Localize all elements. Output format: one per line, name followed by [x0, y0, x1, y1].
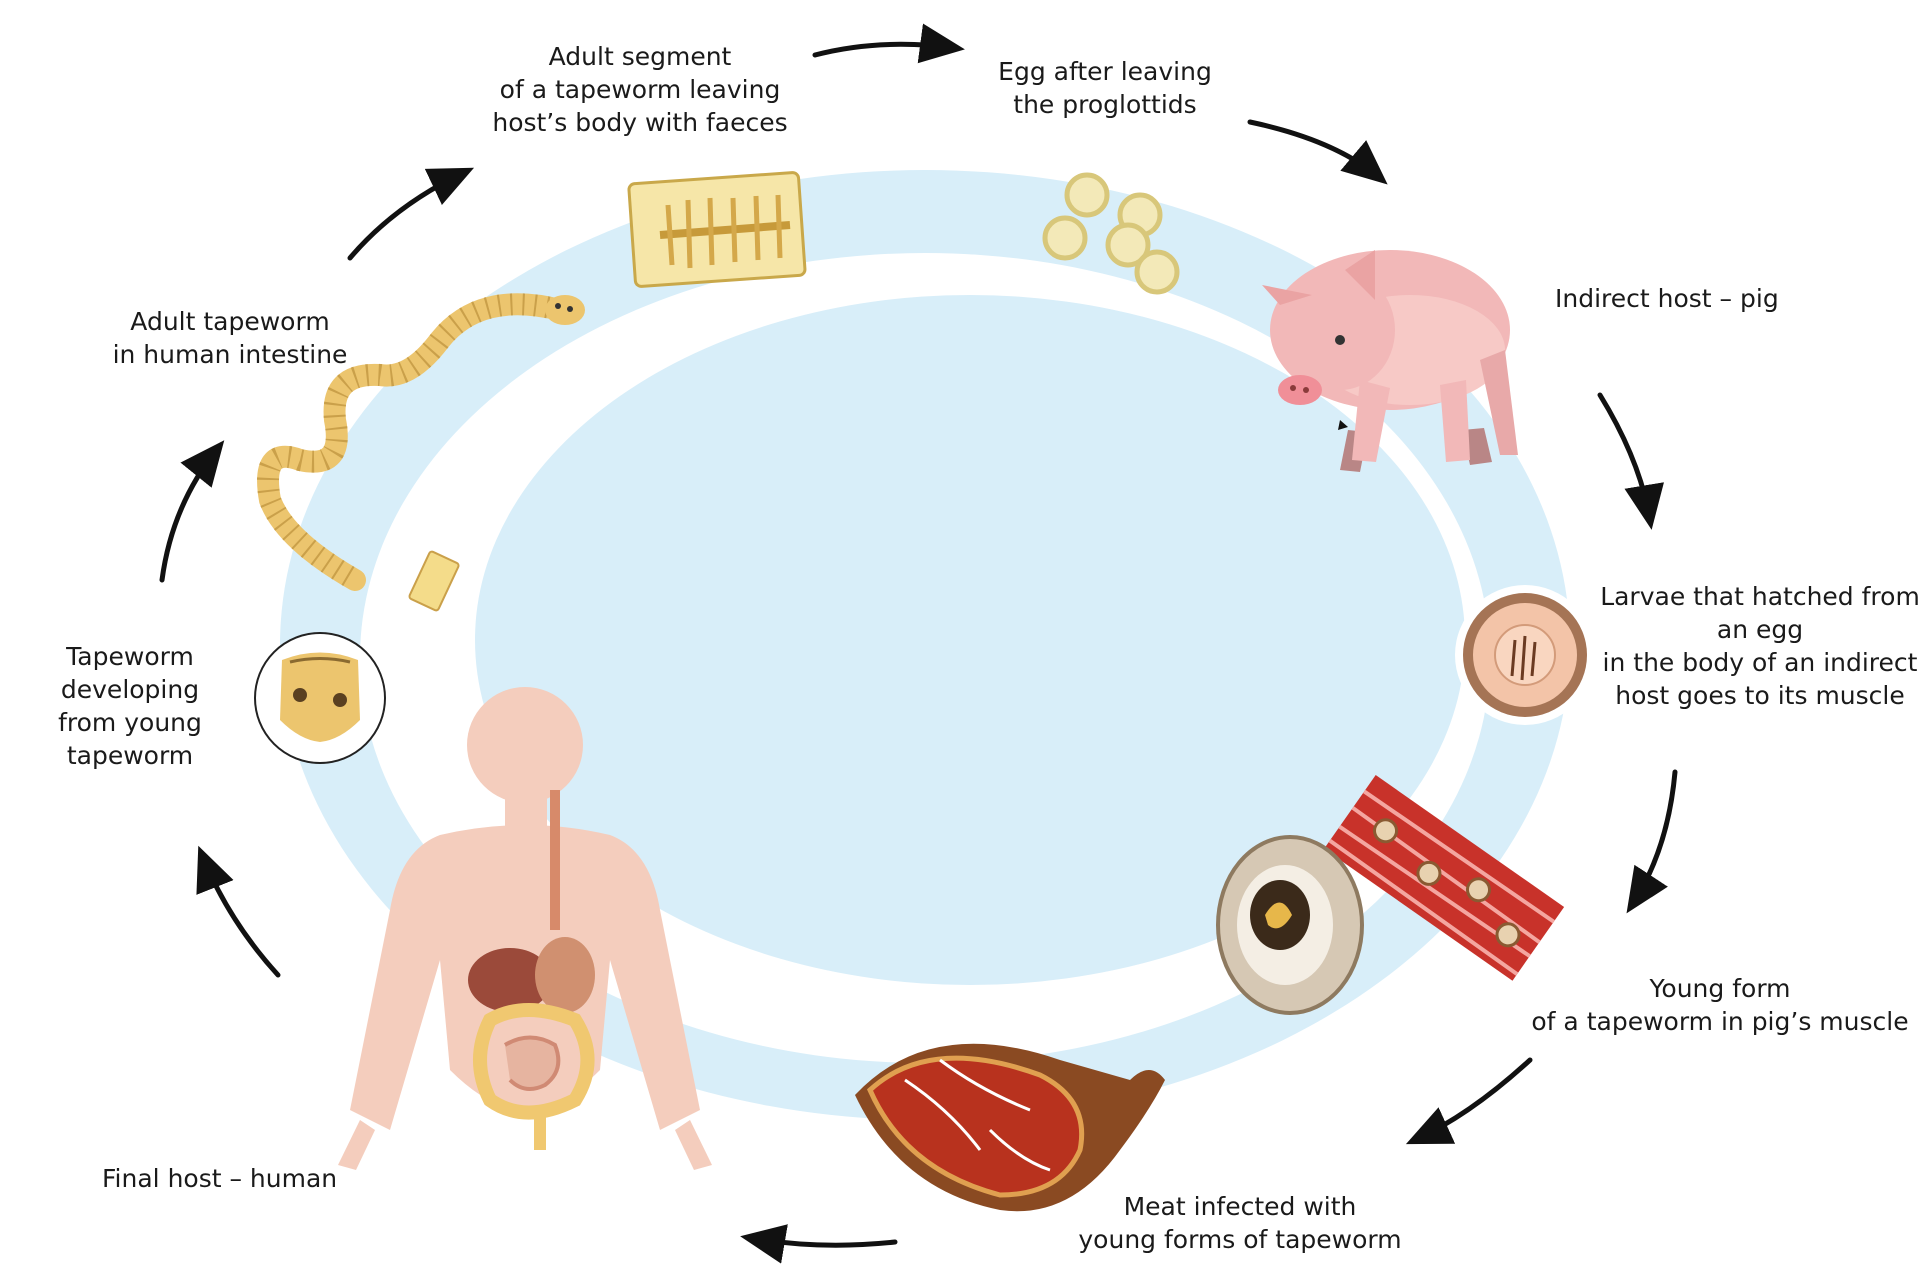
- label-larvae: Larvae that hatched from an egg in the b…: [1600, 582, 1920, 710]
- human-digestive-system-icon: [338, 687, 712, 1170]
- label-indirect-host-pig: Indirect host – pig: [1555, 284, 1779, 313]
- label-final-host-human: Final host – human: [102, 1164, 338, 1193]
- cysticercus-icon: [1216, 835, 1364, 1015]
- label-tapeworm-developing: Tapeworm developing from young tapeworm: [58, 642, 202, 770]
- arrow-young-form-to-meat: [1405, 1057, 1533, 1145]
- proglottid-segment-icon: [627, 171, 807, 288]
- tapeworm-eggs-icon: [1042, 172, 1180, 295]
- cycle-arrows: [159, 23, 1678, 1264]
- adult-tapeworm-icon: [257, 293, 585, 612]
- label-adult-segment: Adult segment of a tapeworm leaving host…: [492, 42, 788, 137]
- pig-icon: [1262, 250, 1518, 472]
- label-infected-meat: Meat infected with young forms of tapewo…: [1078, 1192, 1402, 1254]
- arrow-adult-to-segment: [347, 167, 475, 261]
- arrow-egg-to-pig: [1247, 119, 1388, 185]
- infected-meat-icon: [855, 1043, 1165, 1212]
- arrow-developing-to-adult: [159, 440, 225, 583]
- arrow-meat-to-human: [740, 1224, 898, 1264]
- arrow-human-to-developing: [196, 845, 281, 978]
- label-egg-after-leaving: Egg after leaving the proglottids: [998, 57, 1212, 119]
- larva-oncosphere-icon: [1455, 585, 1595, 725]
- label-adult-tapeworm: Adult tapeworm in human intestine: [112, 307, 348, 369]
- arrow-segment-to-egg: [812, 23, 965, 64]
- arrow-pig-to-larvae: [1597, 392, 1664, 530]
- label-young-form: Young form of a tapeworm in pig’s muscle: [1531, 974, 1909, 1036]
- arrow-larvae-to-young-form: [1626, 769, 1678, 914]
- infected-muscle-icon: [1324, 775, 1565, 981]
- scolex-icon: [254, 632, 386, 764]
